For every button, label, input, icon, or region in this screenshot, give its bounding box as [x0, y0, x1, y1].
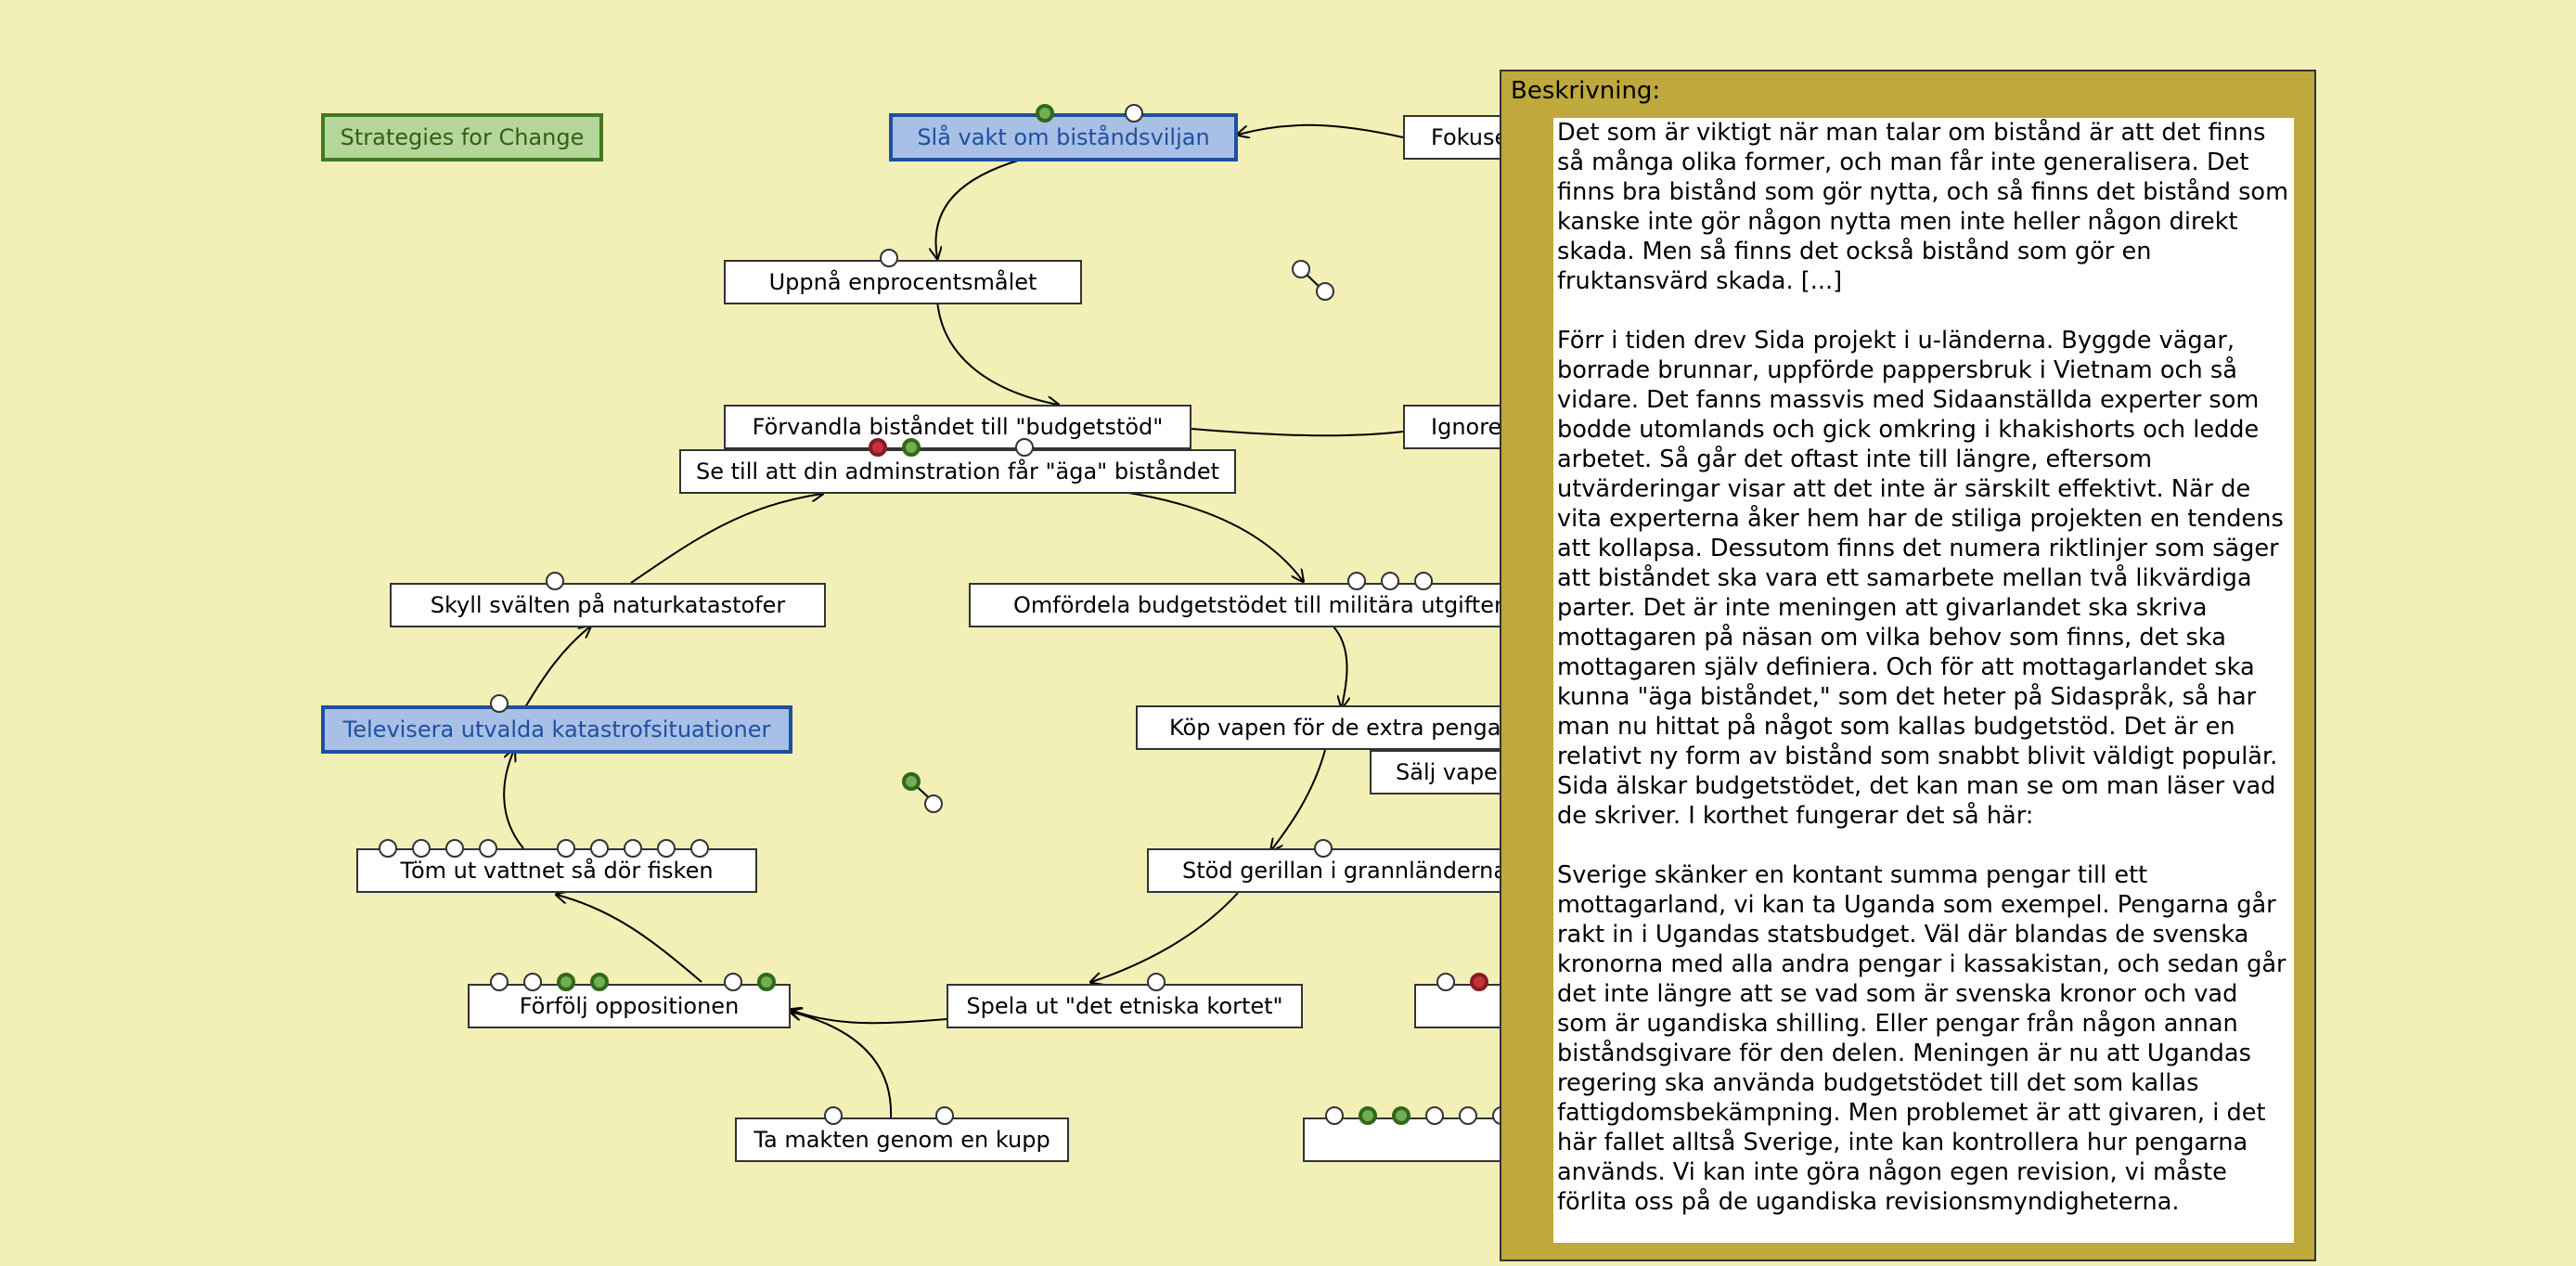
green-marker[interactable]	[757, 973, 776, 991]
connector-handle[interactable]	[1347, 572, 1366, 590]
connector-handle[interactable]	[880, 249, 898, 267]
node-uppna[interactable]: Uppnå enprocentsmålet	[724, 260, 1082, 304]
node-label: Förfölj oppositionen	[519, 993, 740, 1019]
panel-title: Beskrivning:	[1511, 77, 1661, 105]
node-label: Töm ut vattnet så dör fisken	[400, 858, 714, 884]
connector-handle[interactable]	[412, 839, 431, 858]
node-label: Spela ut "det etniska kortet"	[966, 993, 1283, 1019]
node-label: Omfördela budgetstödet till militära utg…	[1013, 592, 1503, 618]
node-label: Ta makten genom en kupp	[753, 1127, 1050, 1153]
node-se-till[interactable]: Se till att din adminstration får "äga" …	[679, 449, 1236, 494]
connector-handle[interactable]	[935, 1106, 954, 1125]
connector-handle[interactable]	[1316, 282, 1334, 301]
connector-handle[interactable]	[445, 839, 464, 858]
arrow-tom-to-televisera	[503, 750, 524, 849]
arrow-sla-vakt-to-uppna	[935, 159, 1022, 258]
arrow-skyll-to-se-till	[630, 494, 822, 584]
green-marker[interactable]	[1392, 1106, 1410, 1125]
arrow-se-till-to-omfordela	[1122, 491, 1303, 581]
connector-handle[interactable]	[379, 839, 397, 858]
connector-handle[interactable]	[1325, 1106, 1344, 1125]
connector-handle[interactable]	[1147, 973, 1166, 991]
node-omfordela[interactable]: Omfördela budgetstödet till militära utg…	[969, 583, 1526, 627]
connector-handle[interactable]	[557, 839, 575, 858]
node-skyll[interactable]: Skyll svälten på naturkatastofer	[390, 583, 826, 627]
node-forfolj[interactable]: Förfölj oppositionen	[468, 984, 791, 1028]
green-marker[interactable]	[557, 973, 575, 991]
connector-handle[interactable]	[1125, 104, 1143, 123]
node-televisera[interactable]: Televisera utvalda katastrofsituationer	[321, 705, 792, 754]
connector-handle[interactable]	[590, 839, 609, 858]
node-stod-gerillan[interactable]: Stöd gerillan i grannländerna	[1147, 848, 1526, 893]
node-forvandla[interactable]: Förvandla biståndet till "budgetstöd"	[724, 405, 1191, 449]
node-label: Uppnå enprocentsmålet	[768, 269, 1037, 295]
connector-handle[interactable]	[546, 572, 564, 590]
green-marker[interactable]	[902, 438, 921, 457]
red-marker[interactable]	[1470, 973, 1488, 991]
connector-handle[interactable]	[1414, 572, 1433, 590]
node-label: Skyll svälten på naturkatastofer	[430, 592, 786, 618]
arrow-fokusera-to-sla-vakt	[1238, 123, 1404, 137]
description-panel: Beskrivning: Det som är viktigt när man …	[1500, 70, 2316, 1261]
arrow-kop-to-stod	[1271, 749, 1326, 850]
connector-handle[interactable]	[724, 973, 742, 991]
green-marker[interactable]	[1036, 104, 1054, 123]
arrow-forfolj-to-tom	[557, 895, 702, 983]
connector-handle[interactable]	[479, 839, 497, 858]
arrow-forvandla-to-ignorera	[1191, 428, 1404, 437]
green-marker[interactable]	[590, 973, 609, 991]
arrow-kupp-to-forfolj	[791, 1012, 893, 1118]
node-label: Slå vakt om biståndsviljan	[917, 124, 1210, 150]
connector-handle[interactable]	[523, 973, 542, 991]
arrow-uppna-to-forvandla	[936, 300, 1058, 405]
connector-handle[interactable]	[1425, 1106, 1444, 1125]
arrow-televisera-to-skyll	[524, 627, 590, 708]
connector-handle[interactable]	[824, 1106, 843, 1125]
arrow-stod-to-spela	[1091, 892, 1239, 982]
node-label: Televisera utvalda katastrofsituationer	[342, 717, 771, 743]
node-label: Se till att din adminstration får "äga" …	[695, 459, 1219, 484]
connector-handle[interactable]	[1459, 1106, 1477, 1125]
connector-handle[interactable]	[1381, 572, 1399, 590]
connector-handle[interactable]	[924, 794, 943, 813]
connector-handle[interactable]	[1314, 839, 1333, 858]
connector-handle[interactable]	[1436, 973, 1455, 991]
node-label: Köp vapen för de extra pengarna	[1169, 715, 1526, 741]
red-marker[interactable]	[869, 438, 887, 457]
connector-handle[interactable]	[690, 839, 709, 858]
node-strategies-for-change[interactable]: Strategies for Change	[321, 113, 603, 161]
node-spela-ut[interactable]: Spela ut "det etniska kortet"	[947, 984, 1303, 1028]
green-marker[interactable]	[1359, 1106, 1377, 1125]
connector-handle[interactable]	[490, 973, 509, 991]
arrow-omfordela-to-kop	[1332, 625, 1347, 707]
green-marker[interactable]	[902, 772, 921, 791]
node-label: Sälj vapen	[1396, 759, 1513, 785]
connector-handle[interactable]	[1292, 260, 1310, 278]
node-kop-vapen[interactable]: Köp vapen för de extra pengarna	[1136, 705, 1526, 750]
node-label: Förvandla biståndet till "budgetstöd"	[752, 414, 1164, 440]
connector-handle[interactable]	[1015, 438, 1034, 457]
connector-handle[interactable]	[657, 839, 676, 858]
node-label: Stöd gerillan i grannländerna	[1182, 858, 1508, 884]
description-text[interactable]: Det som är viktigt när man talar om bist…	[1553, 118, 2294, 1243]
arrow-spela-to-forfolj	[791, 1010, 947, 1025]
connector-handle[interactable]	[490, 694, 509, 713]
node-label: Strategies for Change	[340, 124, 585, 150]
node-ta-makten[interactable]: Ta makten genom en kupp	[735, 1117, 1069, 1162]
node-sla-vakt[interactable]: Slå vakt om biståndsviljan	[889, 113, 1238, 161]
connector-handle[interactable]	[624, 839, 642, 858]
